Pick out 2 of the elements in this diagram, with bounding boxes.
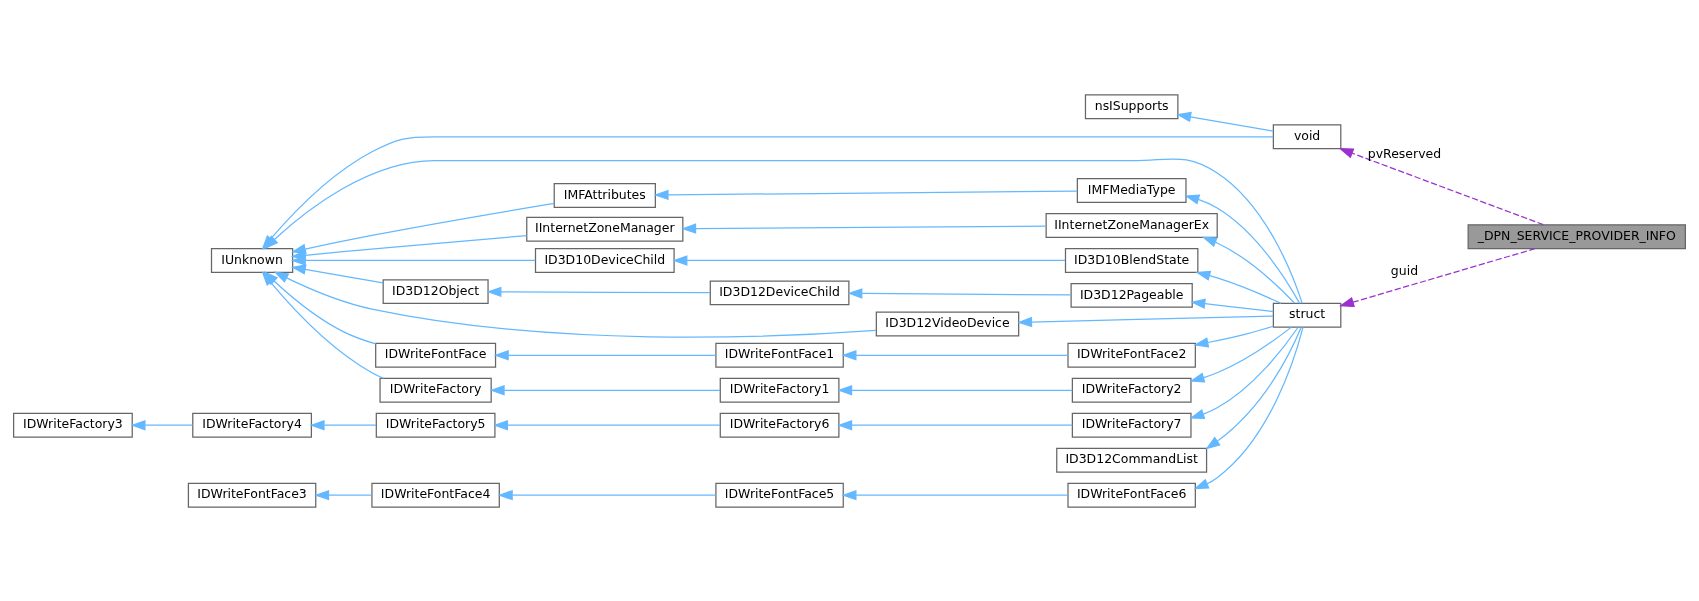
edge-label: pvReserved xyxy=(1367,145,1442,161)
edge-label: guid xyxy=(1390,262,1419,278)
